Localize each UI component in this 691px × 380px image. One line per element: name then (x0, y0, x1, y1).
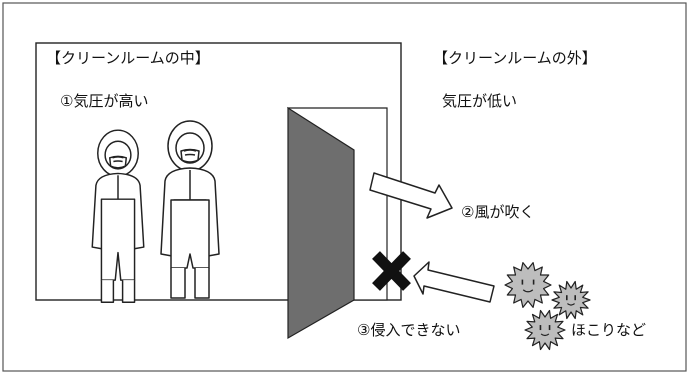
blocked-label: ③侵入できない (357, 321, 461, 339)
dust-icon (504, 262, 591, 351)
dust-particle (551, 280, 591, 320)
outside-pressure-label: 気圧が低い (442, 92, 518, 110)
dust-mouth (567, 303, 575, 306)
dust-mouth (522, 289, 534, 293)
outside-title: 【クリーンルームの外】 (433, 49, 597, 67)
arrow-in-icon (413, 261, 495, 303)
dust-mouth (540, 333, 550, 337)
inside-title: 【クリーンルームの中】 (46, 49, 210, 67)
worker-icon (160, 120, 220, 299)
door-icon (287, 106, 355, 340)
wind-label: ②風が吹く (461, 203, 535, 221)
dust-particle (524, 309, 566, 351)
worker-icon (91, 129, 145, 303)
arrow-out-icon (369, 172, 453, 219)
dust-particle (504, 262, 552, 308)
inside-pressure-label: ①気圧が高い (60, 92, 149, 110)
dust-label: ほこりなど (571, 321, 647, 339)
cross-icon (372, 251, 411, 291)
